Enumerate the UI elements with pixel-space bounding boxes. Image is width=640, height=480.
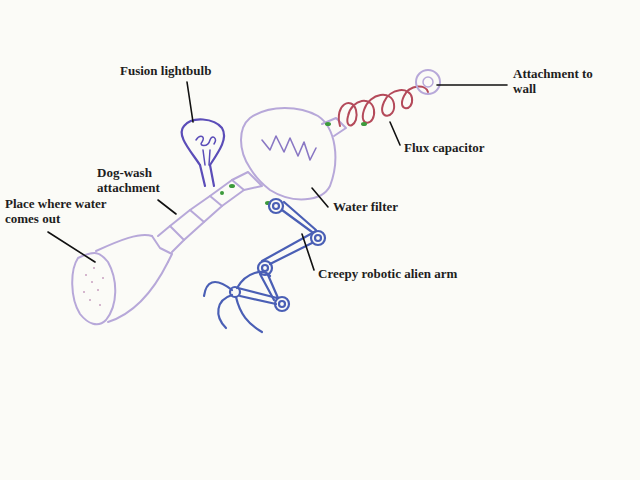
robotic-arm <box>204 199 325 332</box>
part-label: Dog-wash attachment <box>97 165 177 195</box>
leader-lines <box>48 82 507 270</box>
flux-capacitor <box>339 86 428 126</box>
part-label: Fusion lightbulb <box>120 63 250 78</box>
filter-zigzag <box>262 136 316 160</box>
dog-wash-attachment <box>158 172 262 252</box>
green-dots <box>220 122 367 205</box>
part-label: Place where water comes out <box>5 196 130 226</box>
part-label: Attachment to wall <box>513 66 608 96</box>
wall-attachment <box>416 70 440 94</box>
water-filter <box>241 108 346 199</box>
fusion-lightbulb <box>182 119 224 186</box>
part-label: Flux capacitor <box>404 140 524 155</box>
wall-attachment-inner <box>423 77 433 87</box>
part-label: Water filter <box>333 199 443 214</box>
part-label: Creepy robotic alien arm <box>318 266 528 281</box>
nozzle-dots <box>83 267 104 306</box>
shower-head <box>72 235 172 324</box>
